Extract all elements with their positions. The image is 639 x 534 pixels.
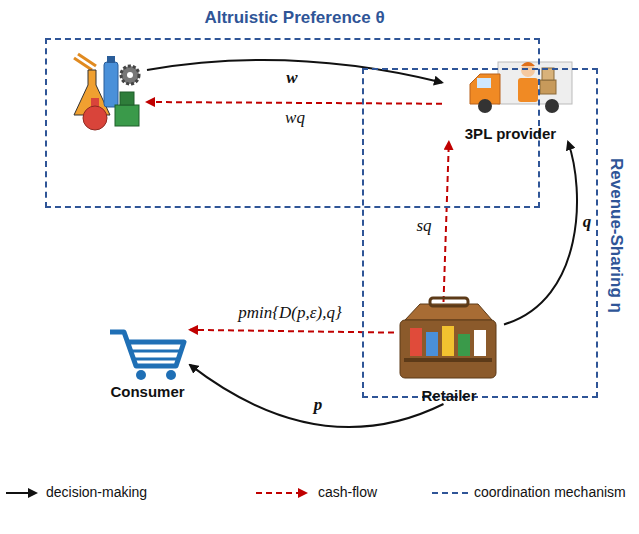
cash-flow-arrow — [444, 142, 449, 302]
node-label: Retailer — [421, 387, 476, 404]
legend-text: cash-flow — [318, 484, 377, 500]
mechanism-heading: Altruistic Preference θ — [204, 8, 384, 28]
cart-icon — [110, 332, 184, 380]
decision-arrow — [504, 142, 577, 324]
legend-text: coordination mechanism — [474, 484, 626, 500]
edge-label: pmin{D(p,ε),q} — [236, 304, 343, 323]
manufacturer-node — [72, 54, 147, 134]
cash-flow-arrow — [147, 102, 442, 104]
node-label: Consumer — [110, 383, 184, 400]
edge-label: sq — [414, 217, 433, 236]
edge-label: p — [312, 396, 325, 415]
edge-label: q — [581, 213, 594, 232]
manufacturer-icon — [74, 54, 139, 130]
retailer-icon — [400, 298, 496, 378]
coordination-box: Revenue-Sharing ηRetailer — [362, 68, 598, 398]
consumer-node: Consumer — [105, 322, 190, 400]
mechanism-heading: Revenue-Sharing η — [606, 158, 626, 313]
retailer-node: Retailer — [394, 302, 504, 404]
legend-text: decision-making — [46, 484, 147, 500]
edge-label: w — [284, 69, 299, 88]
edge-label: wq — [283, 109, 307, 128]
node-label: 3PL provider — [465, 125, 556, 142]
